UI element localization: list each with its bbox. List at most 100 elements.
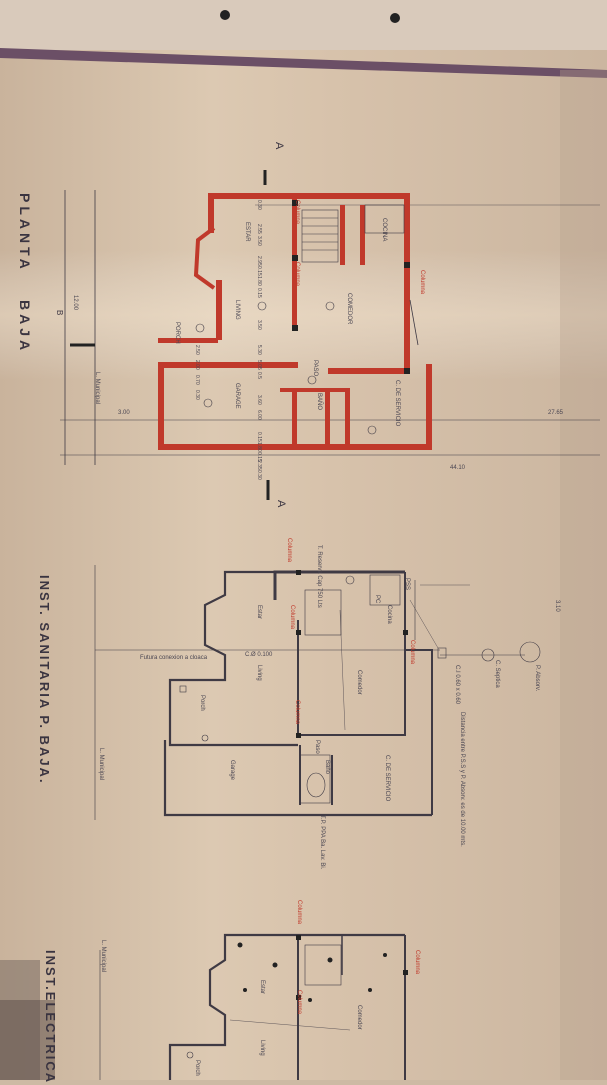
column <box>292 325 298 331</box>
column <box>404 368 410 374</box>
wall <box>158 362 298 368</box>
electrica-plan <box>99 933 406 1080</box>
room-marker <box>195 323 205 333</box>
dimension-label: 2.95 <box>256 256 262 266</box>
wall <box>292 388 297 446</box>
note-distance: Distancia entre P.S.S y P. Absorv. es de… <box>459 712 465 847</box>
dimension-label: 2.50 <box>194 345 200 355</box>
wall <box>360 205 365 265</box>
right-shade <box>560 70 607 1080</box>
dimension-label: 2.55 <box>256 224 262 234</box>
sanitaria-room-hall: Paso <box>314 740 320 754</box>
punch-hole <box>220 10 230 20</box>
sanitaria-room-estar: Estar <box>256 605 262 620</box>
top-strip <box>0 0 607 50</box>
electrica-fixtures <box>186 935 408 1059</box>
wall <box>340 205 345 265</box>
room-marker <box>367 425 377 435</box>
sanitaria-municipal: L. Municipal <box>98 748 104 781</box>
label-pss: PSS <box>404 578 410 591</box>
room-hall: PASO <box>312 360 318 377</box>
electrica-column: Columna <box>296 900 302 925</box>
dimension-total: 12.00 <box>72 295 78 311</box>
wall <box>208 193 214 233</box>
planta-baja-title-2: BAJA <box>17 300 33 355</box>
electrica-column: Columna <box>296 990 302 1015</box>
wall <box>404 340 410 370</box>
kitchen-counter <box>364 204 405 234</box>
room-garage: GARAGE <box>234 383 240 409</box>
dim-310: 3.10 <box>554 600 560 612</box>
dimension-label: 0.15 <box>256 266 262 276</box>
bottom-left-shadow <box>0 1000 55 1080</box>
note-pipe: C.Ø 0.100 <box>245 652 273 658</box>
electrica-column: Columna <box>414 950 420 975</box>
wall <box>426 364 432 450</box>
porch-marker <box>179 685 187 693</box>
bay-window <box>193 226 216 290</box>
axis-label-b: B <box>55 310 64 316</box>
note-well: P. Absorv. <box>534 665 540 692</box>
column <box>292 255 298 261</box>
room-marker <box>325 301 335 311</box>
sanitaria-room-porch: Porch <box>199 695 205 711</box>
dimension-label: 5.05 <box>256 360 262 370</box>
dimension-label: 0.70 <box>194 375 200 385</box>
light-glare <box>0 250 607 380</box>
note-septic: C. Septica <box>494 660 500 688</box>
sanitaria-room-dining: Comedor <box>356 670 362 695</box>
sanitaria-columns <box>296 570 408 738</box>
dimension-label: 0.15 <box>256 288 262 298</box>
note-future-sewer: Futura conexion a cloaca <box>140 655 208 661</box>
wall <box>292 199 297 329</box>
top-band <box>0 48 607 78</box>
room-marker <box>307 375 317 385</box>
dimension-label: 6.00 <box>256 410 262 420</box>
column <box>404 262 410 268</box>
electrica-room-living: Living <box>259 1040 265 1056</box>
dimension-label: 0.30 <box>256 200 262 210</box>
section-marker-a: A <box>273 142 285 150</box>
column-label: Columna <box>294 200 300 225</box>
wall <box>158 338 218 343</box>
room-estar: ESTAR <box>244 222 250 242</box>
dimension-label: 3.60 <box>256 395 262 405</box>
planta-baja-plan <box>60 170 600 500</box>
room-kitchen: COCINA <box>381 218 387 242</box>
column-label: Columna <box>419 270 425 295</box>
setback: 3.00 <box>118 410 130 416</box>
note-tpppa: T.P. PPA Ba. Lav. Bi. <box>319 815 325 870</box>
room-bath: BAÑO <box>316 393 322 411</box>
label-pc: PC <box>374 595 380 604</box>
dimension-label: 3.50 <box>256 320 262 330</box>
room-service: C. DE SERVICIO <box>394 380 400 427</box>
wall <box>216 280 222 340</box>
sanitaria-title: INST. SANITARIA P. BAJA. <box>37 575 52 785</box>
wall <box>158 365 164 450</box>
sanitaria-column: Columna <box>294 700 300 725</box>
electrica-room-porch: Porch <box>194 1060 200 1076</box>
sanitaria-room-living: Living <box>256 665 262 681</box>
electrica-municipal: L. Municipal <box>100 940 106 973</box>
room-marker <box>257 301 267 311</box>
room-porch: PORCH <box>174 322 180 344</box>
wall <box>328 368 410 374</box>
wall <box>210 193 410 199</box>
note-tank: T. Reserva Cap 750 Lts <box>316 545 322 608</box>
room-dining: COMEDOR <box>346 293 352 325</box>
dimension-label: 2.35 <box>256 460 262 470</box>
column-label: Columna <box>294 262 300 287</box>
section-marker-a-end: A <box>275 500 287 508</box>
depth-total: 44.10 <box>450 465 466 471</box>
sanitaria-column: Columna <box>289 605 295 630</box>
dimension-label: 1.80 <box>256 276 262 286</box>
sanitaria-room-bath: Baño <box>324 760 330 775</box>
sanitaria-room-service: C. DE SERVICIO <box>384 755 390 802</box>
electrica-room-estar: Estar <box>259 980 265 995</box>
dimension-label: 0.5 <box>256 372 262 379</box>
municipal-line: L. Municipal <box>94 372 100 405</box>
wall <box>404 199 410 344</box>
